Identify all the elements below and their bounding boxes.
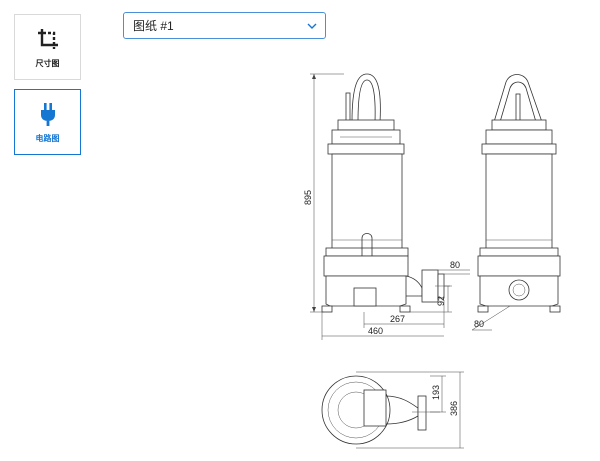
pump-side-view <box>477 74 561 313</box>
crop-icon <box>37 28 58 49</box>
dim-top-offset: 193 <box>430 375 446 413</box>
dim-top-depth: 386 <box>356 371 464 449</box>
dim-top-depth-label: 386 <box>449 401 459 416</box>
drawing-select[interactable]: 图纸 #1 <box>123 12 326 39</box>
dimension-drawing-label: 尺寸图 <box>35 58 60 68</box>
dim-outlet-offset-label: 267 <box>390 314 405 324</box>
dim-flange-label: 80 <box>450 260 460 270</box>
pump-top-view <box>321 375 440 445</box>
dim-height-label: 895 <box>303 190 313 205</box>
pump-dimension-drawing: 895 267 460 80 92 <box>280 60 600 461</box>
circuit-diagram-label: 电路图 <box>35 133 60 143</box>
dimension-drawing-button[interactable]: 尺寸图 <box>14 14 81 80</box>
circuit-diagram-button[interactable]: 电路图 <box>14 89 81 155</box>
dim-side-flange: 80 <box>471 305 511 331</box>
drawing-select-value: 图纸 #1 <box>133 19 174 33</box>
chevron-down-icon <box>307 23 317 29</box>
dim-width-label: 460 <box>368 326 383 336</box>
dim-width: 460 <box>321 312 444 340</box>
dim-outlet-height-label: 92 <box>436 296 446 306</box>
dim-flange: 80 <box>438 260 470 275</box>
dim-outlet-height: 92 <box>410 285 452 313</box>
dim-side-flange-label: 80 <box>474 319 484 329</box>
pump-front-view <box>321 73 450 313</box>
dim-outlet-offset: 267 <box>363 300 445 328</box>
plug-icon <box>40 102 55 126</box>
dim-top-offset-label: 193 <box>431 385 441 400</box>
dim-height: 895 <box>303 73 344 313</box>
